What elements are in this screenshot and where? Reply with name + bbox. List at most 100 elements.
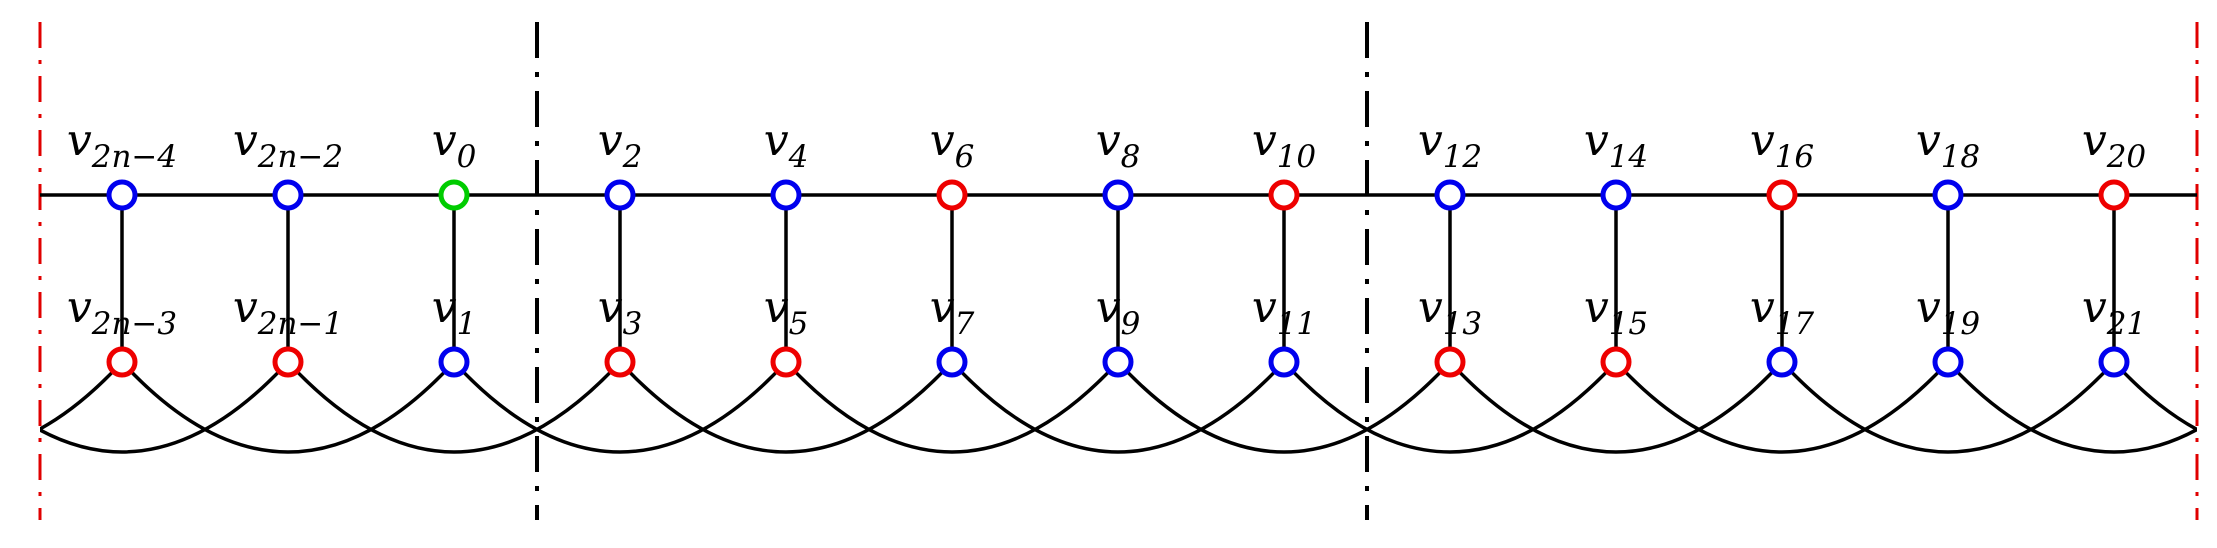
label-base: v (67, 282, 92, 333)
arc-edge (452, 360, 788, 454)
label-base: v (1418, 115, 1443, 166)
vertex-top-red (936, 179, 968, 211)
arc-edge (120, 360, 456, 454)
label-subscript: 0 (457, 139, 477, 175)
label-subscript: 2n−2 (257, 139, 343, 175)
label-base: v (1252, 115, 1277, 166)
label-base: v (930, 282, 955, 333)
vertex-bottom-blue (438, 346, 470, 378)
label-subscript: 16 (1775, 139, 1814, 175)
vertex-label-bottom: v2n−1 (233, 282, 343, 342)
vertex-bottom-blue (1102, 346, 1134, 378)
vertex-label-bottom: v17 (1750, 282, 1815, 342)
vertex-label-top: v2 (598, 115, 643, 175)
label-base: v (1916, 115, 1941, 166)
vertex-bottom-red (1600, 346, 1632, 378)
vertex-bottom-red (272, 346, 304, 378)
vertex-label-top: v0 (432, 115, 477, 175)
label-subscript: 7 (955, 306, 975, 342)
vertex-label-top: v2n−4 (67, 115, 177, 175)
vertex-top-green (438, 179, 470, 211)
vertex-top-red (2098, 179, 2130, 211)
arc-edge (1448, 360, 1784, 454)
label-subscript: 15 (1609, 306, 1648, 342)
vertex-top-blue (272, 179, 304, 211)
vertices (106, 179, 2130, 378)
label-subscript: 3 (623, 306, 643, 342)
vertex-label-bottom: v7 (930, 282, 975, 342)
label-base: v (2082, 282, 2107, 333)
label-base: v (233, 115, 258, 166)
label-base: v (764, 282, 789, 333)
label-subscript: 18 (1941, 139, 1980, 175)
vertex-label-bottom: v11 (1252, 282, 1316, 342)
arc-edge (618, 360, 954, 454)
label-base: v (1584, 115, 1609, 166)
arc-edge (2112, 360, 2197, 432)
label-subscript: 11 (1277, 306, 1316, 342)
arc-edge (1614, 360, 1950, 454)
vertex-bottom-blue (1932, 346, 1964, 378)
vertex-bottom-blue (936, 346, 968, 378)
label-subscript: 17 (1775, 306, 1815, 342)
vertex-top-blue (604, 179, 636, 211)
vertex-label-top: v18 (1916, 115, 1980, 175)
vertex-top-red (1268, 179, 1300, 211)
vertex-label-bottom: v19 (1916, 282, 1980, 342)
vertex-label-bottom: v1 (432, 282, 477, 342)
label-subscript: 2n−3 (91, 306, 177, 342)
arc-edge (784, 360, 1120, 454)
vertex-label-top: v10 (1252, 115, 1316, 175)
arc-edge (1282, 360, 1618, 454)
label-base: v (1750, 115, 1775, 166)
divider-lines (535, 22, 1369, 520)
vertex-top-blue (106, 179, 138, 211)
vertex-label-top: v8 (1096, 115, 1141, 175)
label-subscript: 2n−1 (257, 306, 343, 342)
vertex-label-bottom: v3 (598, 282, 643, 342)
vertex-top-blue (770, 179, 802, 211)
arc-edge (1116, 360, 1452, 454)
arc-edge (40, 360, 124, 431)
label-subscript: 8 (1121, 139, 1141, 175)
vertex-bottom-red (1434, 346, 1466, 378)
label-base: v (1096, 115, 1121, 166)
label-base: v (1096, 282, 1121, 333)
label-subscript: 14 (1609, 139, 1648, 175)
vertex-label-top: v16 (1750, 115, 1814, 175)
vertex-label-top: v14 (1584, 115, 1648, 175)
label-base: v (1584, 282, 1609, 333)
label-base: v (598, 115, 623, 166)
label-subscript: 2 (622, 139, 643, 175)
arc-edge (286, 360, 622, 454)
vertex-label-top: v2n−2 (233, 115, 343, 175)
label-subscript: 10 (1277, 139, 1316, 175)
label-base: v (930, 115, 955, 166)
arc-edge (40, 360, 290, 454)
label-subscript: 12 (1443, 139, 1482, 175)
vertex-bottom-red (106, 346, 138, 378)
label-subscript: 9 (1121, 306, 1141, 342)
vertex-bottom-blue (2098, 346, 2130, 378)
label-subscript: 6 (955, 139, 975, 175)
label-base: v (1252, 282, 1277, 333)
label-subscript: 21 (2106, 306, 2146, 342)
label-base: v (598, 282, 623, 333)
vertex-bottom-blue (1268, 346, 1300, 378)
vertex-label-top: v4 (764, 115, 809, 175)
label-subscript: 20 (2106, 139, 2146, 175)
arc-edge (1780, 360, 2116, 454)
label-subscript: 5 (789, 306, 809, 342)
edges (40, 193, 2197, 454)
label-subscript: 2n−4 (91, 139, 177, 175)
arc-edge (950, 360, 1286, 454)
vertex-bottom-red (604, 346, 636, 378)
vertex-label-bottom: v21 (2082, 282, 2146, 342)
label-subscript: 13 (1443, 306, 1482, 342)
vertex-label-bottom: v9 (1096, 282, 1141, 342)
arc-edge (1946, 360, 2197, 454)
vertex-label-bottom: v13 (1418, 282, 1482, 342)
vertex-label-bottom: v5 (764, 282, 809, 342)
